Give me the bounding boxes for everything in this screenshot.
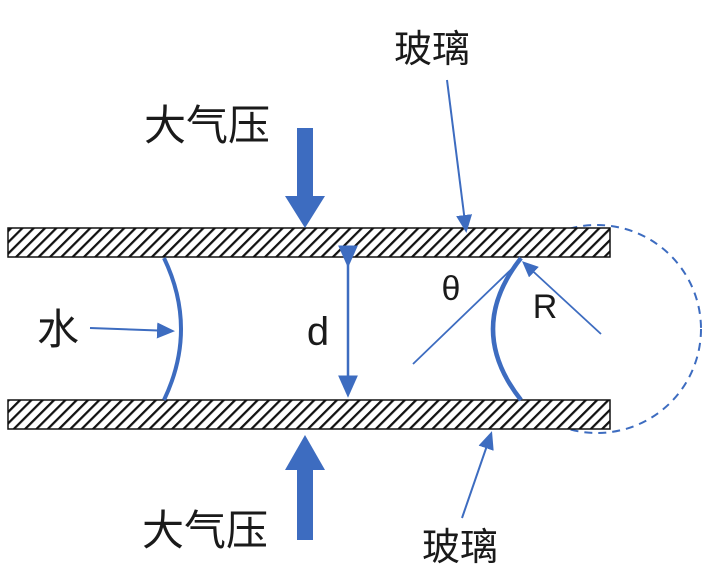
- radius-pointer-arrow: [522, 261, 602, 335]
- left-meniscus-curve: [162, 257, 183, 401]
- right-meniscus-curve: [490, 256, 523, 402]
- top-glass-plate: [7, 227, 611, 258]
- pressure-bottom-label: 大气压: [142, 507, 268, 554]
- radius-label: R: [533, 288, 558, 326]
- pressure-up-arrow: [285, 435, 325, 540]
- gap-label: d: [307, 310, 329, 354]
- pressure-down-arrow: [285, 128, 325, 228]
- contact-angle-label: θ: [442, 270, 461, 308]
- bottom-glass-plate: [7, 399, 611, 430]
- glass-bottom-label: 玻璃: [422, 527, 498, 569]
- pressure-top-label: 大气压: [144, 102, 270, 149]
- water-label: 水: [37, 306, 79, 353]
- glass-top-label: 玻璃: [394, 29, 470, 71]
- glass-top-pointer-arrow: [446, 79, 473, 233]
- glass-bottom-pointer-arrow: [461, 431, 494, 519]
- water-pointer-arrow: [89, 322, 175, 339]
- contact-tangent-line: [412, 259, 522, 365]
